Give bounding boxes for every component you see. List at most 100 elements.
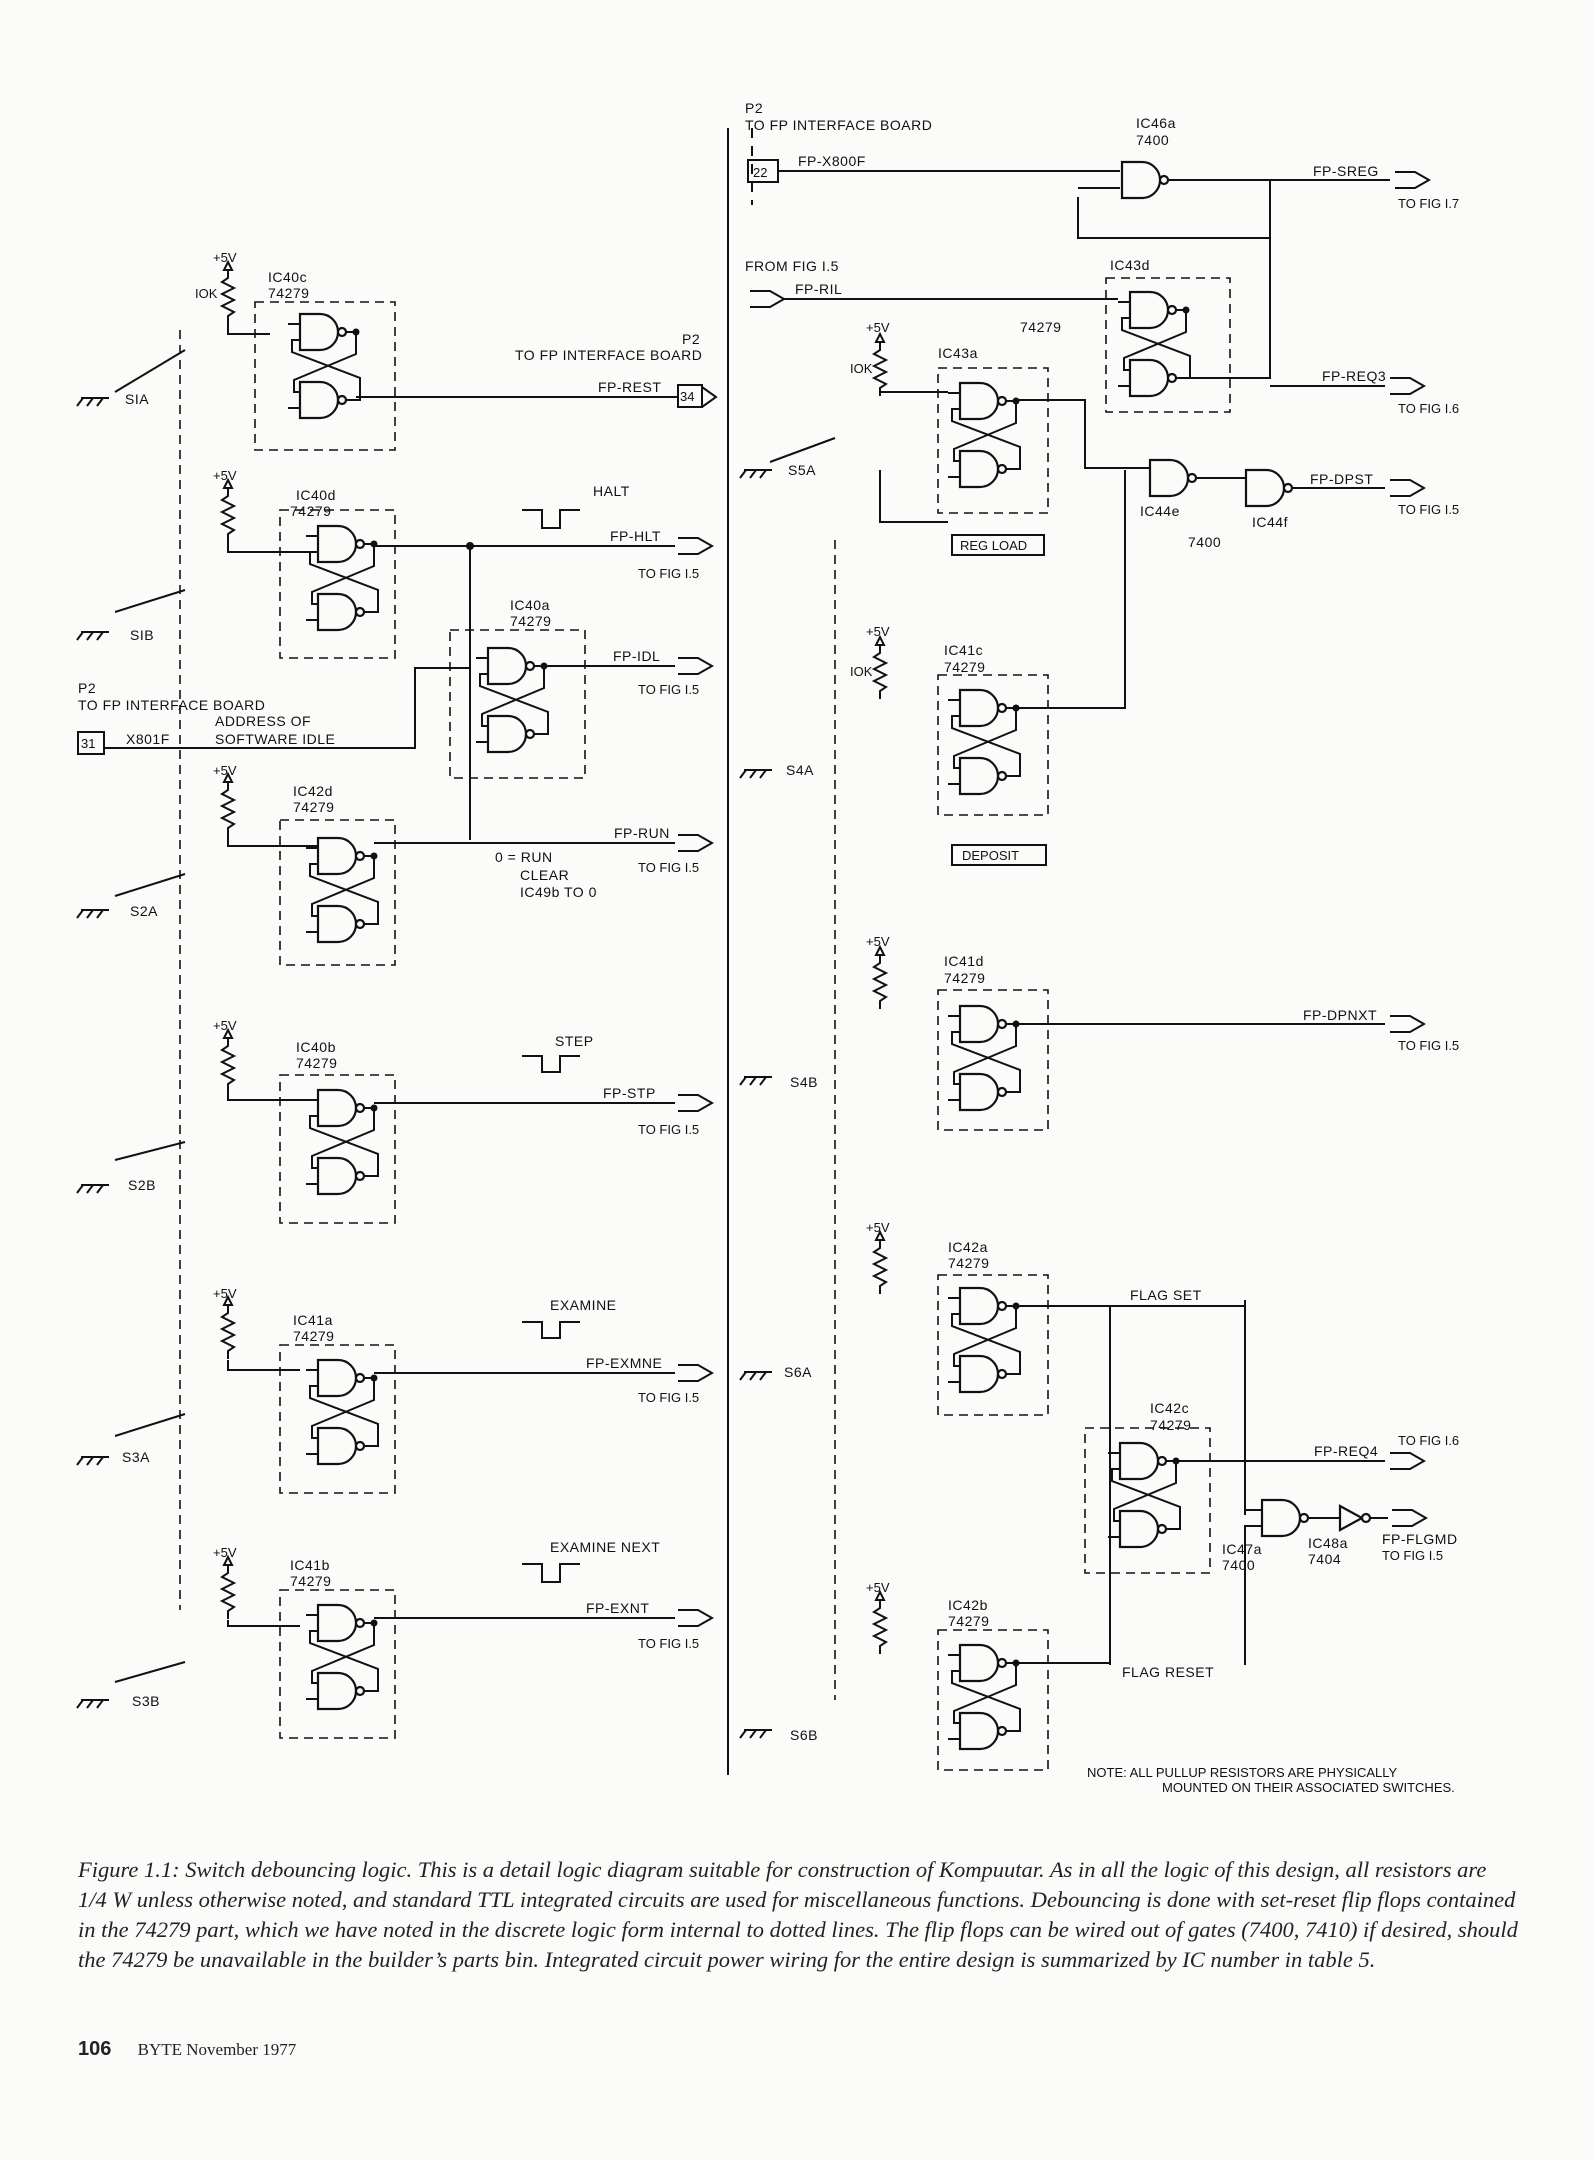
s3a-ground <box>76 1456 110 1466</box>
p2-left-label: P2 <box>78 680 96 696</box>
s4a-vcc: +5V <box>866 624 890 639</box>
ic44-part: 7400 <box>1188 534 1221 550</box>
ic41d-part: 74279 <box>944 970 985 986</box>
dest-fig15-dpst: TO FIG I.5 <box>1398 502 1459 517</box>
dest-fig16-b: TO FIG I.6 <box>1398 1433 1459 1448</box>
ic49b-note: IC49b TO 0 <box>520 884 597 900</box>
s6a-vcc: +5V <box>866 1220 890 1235</box>
s6b-ground <box>739 1729 773 1739</box>
ic43d-part: 74279 <box>1020 319 1061 335</box>
ic40c-flipflop <box>288 314 360 418</box>
switch-s2b: S2B <box>128 1177 156 1193</box>
ril-input-arrow <box>749 290 785 308</box>
s3a-vcc: +5V <box>213 1286 237 1301</box>
s1b-resistor <box>221 479 235 543</box>
ic41b-part: 74279 <box>290 1573 331 1589</box>
signal-dpnxt: FP-DPNXT <box>1303 1007 1377 1023</box>
dest-fig15-flgmd: TO FIG I.5 <box>1382 1548 1443 1563</box>
note-line-1: NOTE: ALL PULLUP RESISTORS ARE PHYSICALL… <box>1087 1765 1398 1780</box>
s3b-resistor <box>221 1556 235 1620</box>
signal-exnt: FP-EXNT <box>586 1600 649 1616</box>
ic41c-label: IC41c <box>944 642 983 658</box>
ic42d-part: 74279 <box>293 799 334 815</box>
signal-req3: FP-REQ3 <box>1322 368 1386 384</box>
dest-fig15-idl: TO FIG I.5 <box>638 682 699 697</box>
signal-flgmd: FP-FLGMD <box>1382 1531 1458 1547</box>
hlt-arrow <box>677 537 713 555</box>
switch-s6b: S6B <box>790 1727 818 1743</box>
ic40b-label: IC40b <box>296 1039 336 1055</box>
s6a-ground <box>739 1371 773 1381</box>
dpnxt-arrow <box>1389 1015 1425 1033</box>
s2a-resistor <box>221 773 235 837</box>
ic47a-label: IC47a <box>1222 1541 1262 1557</box>
flag-set-label: FLAG SET <box>1130 1287 1202 1303</box>
s4b-resistor <box>873 946 887 1010</box>
ic46a-gate <box>1120 160 1170 200</box>
s1a-vcc: +5V <box>213 250 237 265</box>
s2b-resistor <box>221 1029 235 1093</box>
halt-label: HALT <box>593 483 630 499</box>
examine-label: EXAMINE <box>550 1297 617 1313</box>
ic40b-part: 74279 <box>296 1055 337 1071</box>
dest-fig16-a: TO FIG I.6 <box>1398 401 1459 416</box>
exmne-arrow <box>677 1364 713 1382</box>
signal-exmne: FP-EXMNE <box>586 1355 662 1371</box>
signal-req4: FP-REQ4 <box>1314 1443 1378 1459</box>
address-of-label: ADDRESS OF <box>215 713 311 729</box>
ic41b-flipflop <box>306 1605 378 1709</box>
run-note: 0 = RUN <box>495 849 553 865</box>
s2b-ground <box>76 1184 110 1194</box>
s5a-resistor <box>873 333 887 397</box>
signal-ril: FP-RIL <box>795 281 842 297</box>
s6a-resistor <box>873 1231 887 1295</box>
ic44f-gate <box>1244 468 1294 508</box>
ic41c-part: 74279 <box>944 659 985 675</box>
ic42c-flipflop <box>1108 1443 1180 1547</box>
ic41a-label: IC41a <box>293 1312 333 1328</box>
ic42a-label: IC42a <box>948 1239 988 1255</box>
switch-s1b: SIB <box>130 627 154 643</box>
s2b-vcc: +5V <box>213 1018 237 1033</box>
switch-s2a: S2A <box>130 903 158 919</box>
dest-fig15-run: TO FIG I.5 <box>638 860 699 875</box>
s1a-resistor <box>221 261 235 325</box>
schematic: P2 TO FP INTERFACE BOARD FROM FIG I.5 22… <box>76 100 1459 1795</box>
ic40c-label: IC40c <box>268 269 307 285</box>
switch-s4a: S4A <box>786 762 814 778</box>
ic41d-flipflop <box>948 1006 1020 1110</box>
ic48a-label: IC48a <box>1308 1535 1348 1551</box>
ic43a-label: IC43a <box>938 345 978 361</box>
s5a-vcc: +5V <box>866 320 890 335</box>
reg-load-box <box>951 534 1045 556</box>
dest-fig15-exnt: TO FIG I.5 <box>638 1636 699 1651</box>
ic44e-gate <box>1148 458 1198 498</box>
ic41a-flipflop <box>306 1360 378 1464</box>
from-fig-label: FROM FIG I.5 <box>745 258 839 274</box>
ic42d-flipflop <box>306 838 378 942</box>
stp-arrow <box>677 1094 713 1112</box>
ic40a-label: IC40a <box>510 597 550 613</box>
s3a-resistor <box>221 1296 235 1360</box>
dest-fig15-hlt: TO FIG I.5 <box>638 566 699 581</box>
flag-reset-label: FLAG RESET <box>1122 1664 1214 1680</box>
ic44f-label: IC44f <box>1252 514 1288 530</box>
signal-idl: FP-IDL <box>613 648 660 664</box>
switch-s6a: S6A <box>784 1364 812 1380</box>
connector-34-label: 34 <box>680 389 694 404</box>
switch-s3b: S3B <box>132 1693 160 1709</box>
s3b-ground <box>76 1699 110 1709</box>
s4b-vcc: +5V <box>866 934 890 949</box>
ic42b-part: 74279 <box>948 1613 989 1629</box>
signal-stp: FP-STP <box>603 1085 656 1101</box>
ic42c-part: 74279 <box>1150 1417 1191 1433</box>
p2-top-label: P2 <box>745 100 763 116</box>
connector-31-label: 31 <box>81 736 95 751</box>
s5a-ground <box>739 469 773 479</box>
s5a-res: IOK <box>850 361 873 376</box>
signal-run: FP-RUN <box>614 825 670 841</box>
deposit-box <box>951 844 1047 866</box>
magazine-issue: BYTE November 1977 <box>137 2040 297 2059</box>
page-number: 106 <box>78 2038 112 2060</box>
ic43d-label: IC43d <box>1110 257 1150 273</box>
